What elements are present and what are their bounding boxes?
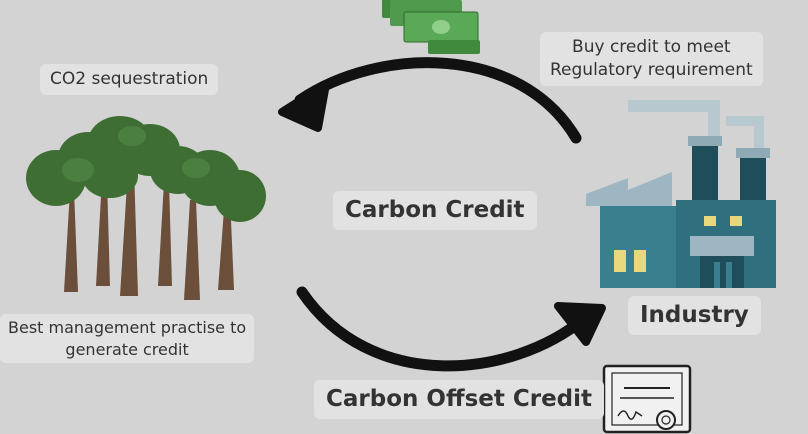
- carbon-offset-credit-label: Carbon Offset Credit: [314, 380, 605, 420]
- best-management-label: Best management practise to generate cre…: [0, 314, 255, 364]
- buy-credit-label: Buy credit to meet Regulatory requiremen…: [540, 32, 763, 86]
- carbon-offset-text: Carbon Offset Credit: [326, 386, 593, 412]
- certificate-icon: [602, 364, 692, 434]
- arrow-bottom-icon: [296, 286, 606, 372]
- industry-text: Industry: [640, 302, 749, 328]
- carbon-credit-text: Carbon Credit: [345, 197, 525, 223]
- factory-icon: [586, 100, 776, 288]
- buy-line2: Regulatory requirement: [550, 59, 753, 80]
- forest-icon: [26, 116, 266, 300]
- best-line1: Best management practise to: [8, 318, 247, 337]
- arrow-top-icon: [278, 57, 582, 144]
- co2-sequestration-label: CO2 sequestration: [40, 64, 219, 95]
- best-line2: generate credit: [65, 339, 189, 359]
- industry-label: Industry: [628, 296, 761, 336]
- co2-text: CO2 sequestration: [50, 69, 209, 89]
- money-icon: [382, 0, 480, 54]
- carbon-credit-label: Carbon Credit: [333, 191, 537, 231]
- buy-line1: Buy credit to meet: [572, 37, 731, 57]
